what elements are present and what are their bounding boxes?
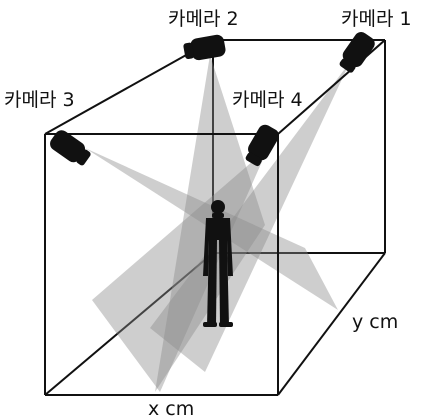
room-front-edges [44, 39, 386, 396]
room-back-edges [44, 39, 386, 396]
camera-4-icon [245, 124, 279, 167]
camera-3-label: 카메라 3 [4, 89, 75, 111]
y-dimension-label: y cm [352, 311, 398, 333]
camera-2-icon [183, 34, 226, 61]
camera-icon [50, 32, 375, 167]
beam-camera-1 [150, 62, 350, 372]
camera-1-label: 카메라 1 [341, 8, 412, 30]
camera-3-icon [50, 130, 91, 166]
camera-4-label: 카메라 4 [232, 89, 303, 111]
x-dimension-label: x cm [148, 398, 194, 419]
person-icon [203, 200, 233, 327]
camera-2-label: 카메라 2 [168, 8, 239, 30]
camera-1-icon [339, 32, 375, 73]
